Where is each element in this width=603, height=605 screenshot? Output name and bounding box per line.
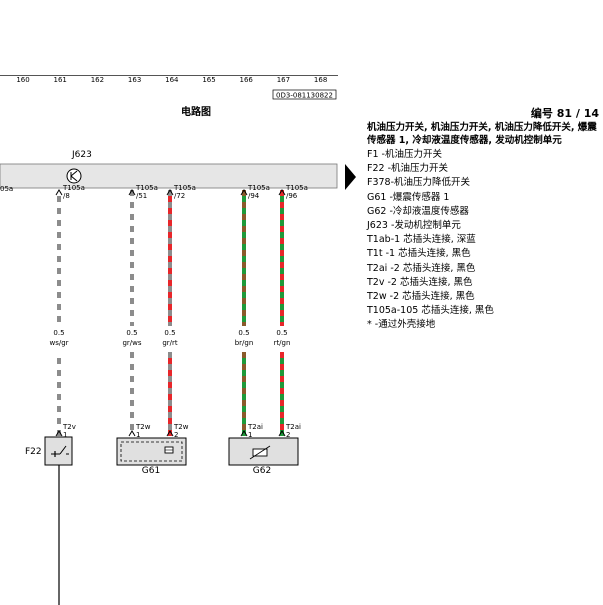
pin-number-label: /72 — [174, 192, 185, 200]
doc-number: 编号 81 / 14 — [530, 107, 599, 120]
legend-item: F378-机油压力降低开关 — [367, 177, 471, 189]
pin-connector-label: T105a — [285, 184, 308, 192]
legend-item: G61 -爆震传感器 1 — [367, 191, 450, 203]
pin-connector-label: T105a — [62, 184, 85, 192]
ruler-tick: 165 — [202, 76, 215, 84]
pin-connector-label: T105a — [135, 184, 158, 192]
diagram-title: 电路图 — [181, 105, 211, 118]
wire-color-label: gr/rt — [162, 339, 178, 347]
pin-arrow-icon — [128, 189, 136, 196]
legend-title: 机油压力开关, 机油压力开关, 机油压力降低开关, 爆震传感器 1, 冷却液温度… — [367, 122, 597, 146]
wire-size-label: 0.5 — [126, 329, 137, 337]
pin-arrow-icon — [55, 189, 63, 196]
wire-size-label: 0.5 — [238, 329, 249, 337]
g61-body — [116, 437, 187, 466]
pin-arrow-icon — [278, 189, 286, 196]
legend-item: T1t -1 芯插头连接, 黑色 — [367, 248, 471, 260]
connector-name-label: T2ai — [247, 423, 263, 431]
connector-name-label: T2v — [62, 423, 76, 431]
g62-label: G62 — [253, 466, 271, 476]
wire-size-label: 0.5 — [276, 329, 287, 337]
knock-sensor-icon — [164, 446, 174, 454]
pin-number-label: /96 — [286, 192, 298, 200]
pin-arrow-icon — [240, 189, 248, 196]
legend-item: T2ai -2 芯插头连接, 黑色 — [367, 262, 476, 274]
control-unit-bar — [0, 163, 338, 189]
connector-arrow-icon — [278, 430, 286, 437]
control-unit-j623: J623 05a — [0, 150, 338, 193]
wire-size-label: 0.5 — [53, 329, 64, 337]
f22-body — [44, 436, 73, 466]
connector-pin-label: 1 — [136, 431, 140, 439]
connector-name-label: T2w — [173, 423, 189, 431]
connector-arrow-icon — [166, 430, 174, 437]
wire-color-label: br/gn — [235, 339, 254, 347]
ruler-tick: 163 — [128, 76, 141, 84]
connector-pin-label: 2 — [174, 431, 178, 439]
legend-item: F1 -机油压力开关 — [367, 149, 442, 160]
grid-ruler: 160 161 162 163 164 165 166 167 168 0D3-08113082… — [0, 75, 338, 100]
pin-number-label: /94 — [248, 192, 260, 200]
connector-fragment-left: 05a — [0, 185, 13, 193]
ruler-tick: 166 — [240, 76, 254, 84]
component-g62: G62 — [228, 437, 299, 476]
legend-item: T2v -2 芯插头连接, 黑色 — [367, 276, 473, 288]
ruler-tick: 164 — [165, 76, 179, 84]
legend-item: F22 -机油压力开关 — [367, 163, 449, 175]
ruler-tick: 162 — [91, 76, 104, 84]
ruler-tick: 160 — [16, 76, 29, 84]
f22-label: F22 — [25, 447, 42, 457]
pin-number-label: /8 — [63, 192, 70, 200]
connector-name-label: T2w — [135, 423, 151, 431]
legend-item: J623 -发动机控制单元 — [367, 220, 461, 232]
connector-arrow-icon — [128, 430, 136, 437]
component-g61: G61 — [116, 437, 187, 476]
wire-color-label: rt/gn — [274, 339, 291, 347]
pin-connector-label: T105a — [247, 184, 270, 192]
g61-label: G61 — [142, 466, 160, 476]
page-arrow-icon — [345, 164, 356, 190]
transistor-icon — [66, 168, 82, 184]
component-f22: F22 — [25, 436, 73, 605]
ruler-tick: 167 — [277, 76, 290, 84]
legend-item: G62 -冷却液温度传感器 — [367, 205, 469, 217]
connector-name-label: T2ai — [285, 423, 301, 431]
wires — [55, 189, 286, 437]
ref-code: 0D3-081130822 — [276, 92, 333, 100]
legend-item: T105a-105 芯插头连接, 黑色 — [367, 305, 494, 317]
connector-pin-label: 2 — [286, 431, 290, 439]
ref-code-box — [272, 89, 337, 100]
wire-color-label: gr/ws — [122, 339, 141, 347]
control-unit-label: J623 — [71, 150, 92, 160]
wire-labels: 0.5 ws/gr 0.5 gr/ws 0.5 gr/rt 0.5 br/gn 0.5 rt/gn — [49, 329, 290, 347]
legend-item: * -通过外壳接地 — [367, 319, 436, 331]
connector-arrow-icon — [240, 430, 248, 437]
pressure-switch-icon — [51, 445, 69, 457]
pin-connector-label: T105a — [173, 184, 196, 192]
connector-pin-label: 1 — [248, 431, 252, 439]
ruler-tick: 168 — [314, 76, 327, 84]
wire-size-label: 0.5 — [164, 329, 175, 337]
g61-shield — [120, 441, 183, 462]
ruler-tick: 161 — [54, 76, 67, 84]
connector-pin-label: 1 — [63, 431, 67, 439]
pin-arrow-icon — [166, 189, 174, 196]
legend-item: T2w -2 芯插头连接, 黑色 — [367, 291, 475, 303]
wire-color-label: ws/gr — [49, 339, 68, 347]
legend-item: T1ab-1 芯插头连接, 深蓝 — [367, 234, 476, 246]
legend-list: F1 -机油压力开关 F22 -机油压力开关 F378-机油压力降低开关 G61 -爆… — [367, 148, 494, 333]
pin-number-label: /51 — [136, 192, 147, 200]
thermistor-icon — [249, 445, 271, 460]
connector-arrow-icon — [55, 430, 63, 437]
